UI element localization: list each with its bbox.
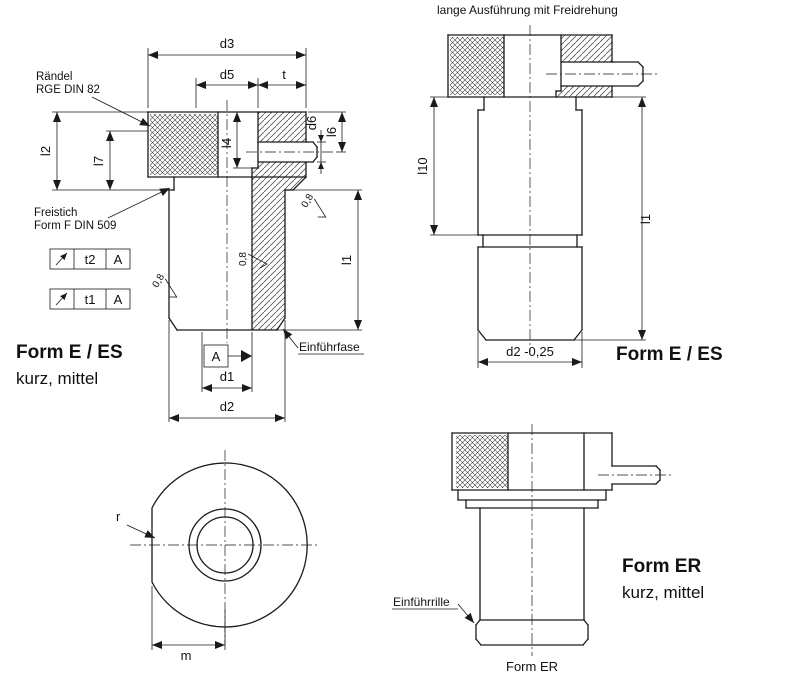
dim-r: r bbox=[116, 509, 156, 539]
roughness-mark-chamfer: 0,8 bbox=[300, 192, 327, 218]
dim-label-d6: d6 bbox=[304, 116, 319, 130]
knurl-texture bbox=[456, 435, 508, 488]
dim-d1-d2: d1 d2 bbox=[168, 320, 286, 422]
er-subtitle: kurz, mittel bbox=[622, 583, 704, 602]
dim-label-l1: l1 bbox=[339, 255, 354, 265]
dim-label-r: r bbox=[116, 509, 121, 524]
dim-l1: l1 bbox=[574, 96, 653, 341]
outer-circle-with-flat bbox=[151, 462, 308, 628]
head-outline bbox=[451, 432, 613, 491]
svg-text:0,8: 0,8 bbox=[300, 192, 317, 210]
section-hatch-area bbox=[252, 112, 306, 330]
fcf-t1: t1 A bbox=[49, 288, 131, 310]
knurl-texture bbox=[150, 114, 218, 175]
es-short-title: Form E / ES bbox=[16, 342, 123, 363]
dim-label-l4: l4 bbox=[219, 138, 234, 148]
lateral-pin bbox=[560, 61, 644, 87]
dim-l10: l10 bbox=[415, 96, 484, 236]
dim-d6: d6 bbox=[304, 116, 326, 174]
datum-label: A bbox=[212, 349, 221, 364]
dim-d5-t: d5 t bbox=[195, 67, 306, 108]
dim-d2-tol: d2 -0,25 bbox=[477, 332, 583, 368]
bore-circle bbox=[196, 516, 254, 574]
dim-label-t: t bbox=[282, 67, 286, 82]
dim-label-l1: l1 bbox=[638, 214, 653, 224]
fcf-t2-datum: A bbox=[114, 252, 123, 267]
dim-label-d2-tol: d2 -0,25 bbox=[506, 344, 554, 359]
lateral-pin bbox=[611, 465, 661, 485]
datum-triangle bbox=[241, 350, 252, 362]
dim-label-l2: l2 bbox=[38, 146, 53, 156]
es-short-section-view: d3 d5 t l4 d6 bbox=[16, 36, 364, 422]
svg-text:0,8: 0,8 bbox=[238, 252, 249, 266]
bore-chamfer-circle bbox=[188, 508, 262, 582]
knurl-texture bbox=[450, 37, 504, 95]
freistich-note: Freistich Form F DIN 509 bbox=[34, 187, 171, 232]
roughness-mark-bore: 0,8 bbox=[238, 252, 268, 269]
lateral-pin bbox=[257, 141, 318, 163]
svg-text:0,8: 0,8 bbox=[151, 272, 168, 290]
body-outline bbox=[477, 96, 583, 341]
dim-label-l10: l10 bbox=[415, 157, 430, 174]
dim-label-l6: l6 bbox=[324, 127, 339, 137]
dim-label-d5: d5 bbox=[220, 67, 234, 82]
dim-m: m bbox=[151, 586, 226, 663]
es-long-title: Form E / ES bbox=[616, 344, 723, 365]
dim-l4: l4 bbox=[219, 112, 252, 169]
fcf-t2-value: t2 bbox=[85, 252, 96, 267]
raendel-note-line2: RGE DIN 82 bbox=[36, 84, 100, 96]
roughness-mark-body: 0,8 bbox=[151, 272, 178, 298]
runout-symbol-icon bbox=[55, 292, 68, 306]
long-version-caption: lange Ausführung mit Freidrehung bbox=[437, 3, 618, 17]
es-long-section-view: lange Ausführung mit Freidrehung bbox=[415, 3, 723, 368]
dim-l2-l7: l2 l7 bbox=[38, 111, 169, 191]
einfuehrfase-note: Einführfase bbox=[282, 328, 364, 355]
body-outline bbox=[475, 507, 589, 646]
collar-outline bbox=[457, 489, 607, 509]
dim-label-d2: d2 bbox=[220, 399, 234, 414]
dim-d3: d3 bbox=[147, 36, 307, 108]
raendel-note-line1: Rändel bbox=[36, 71, 72, 83]
fcf-t1-datum: A bbox=[114, 292, 123, 307]
einfuehrfase-label: Einführfase bbox=[299, 340, 360, 354]
freistich-note-line2: Form F DIN 509 bbox=[34, 220, 116, 232]
front-view: r m bbox=[116, 450, 320, 663]
dim-label-d3: d3 bbox=[220, 36, 234, 51]
freistich-note-line1: Freistich bbox=[34, 207, 77, 219]
einfuehrrille-note: Einführrille bbox=[392, 595, 475, 624]
dim-l1: l1 bbox=[277, 189, 362, 331]
einfuehrrille-label: Einführrille bbox=[393, 595, 450, 609]
runout-symbol-icon bbox=[55, 252, 68, 266]
es-short-subtitle: kurz, mittel bbox=[16, 369, 98, 388]
dim-label-d1: d1 bbox=[220, 369, 234, 384]
er-title: Form ER bbox=[622, 556, 701, 577]
body-outline bbox=[168, 167, 307, 331]
section-hatch-area bbox=[556, 35, 612, 97]
dim-label-l7: l7 bbox=[91, 156, 106, 166]
er-view: Einführrille Form ER kurz, mittel Form E… bbox=[392, 424, 704, 674]
dim-l6: l6 bbox=[308, 111, 346, 153]
fcf-t2: t2 A bbox=[49, 248, 131, 270]
er-caption: Form ER bbox=[506, 659, 558, 674]
fcf-t1-value: t1 bbox=[85, 292, 96, 307]
datum-feature-symbol: A bbox=[203, 344, 252, 368]
raendel-note: Rändel RGE DIN 82 bbox=[36, 71, 151, 127]
dim-label-m: m bbox=[181, 648, 192, 663]
